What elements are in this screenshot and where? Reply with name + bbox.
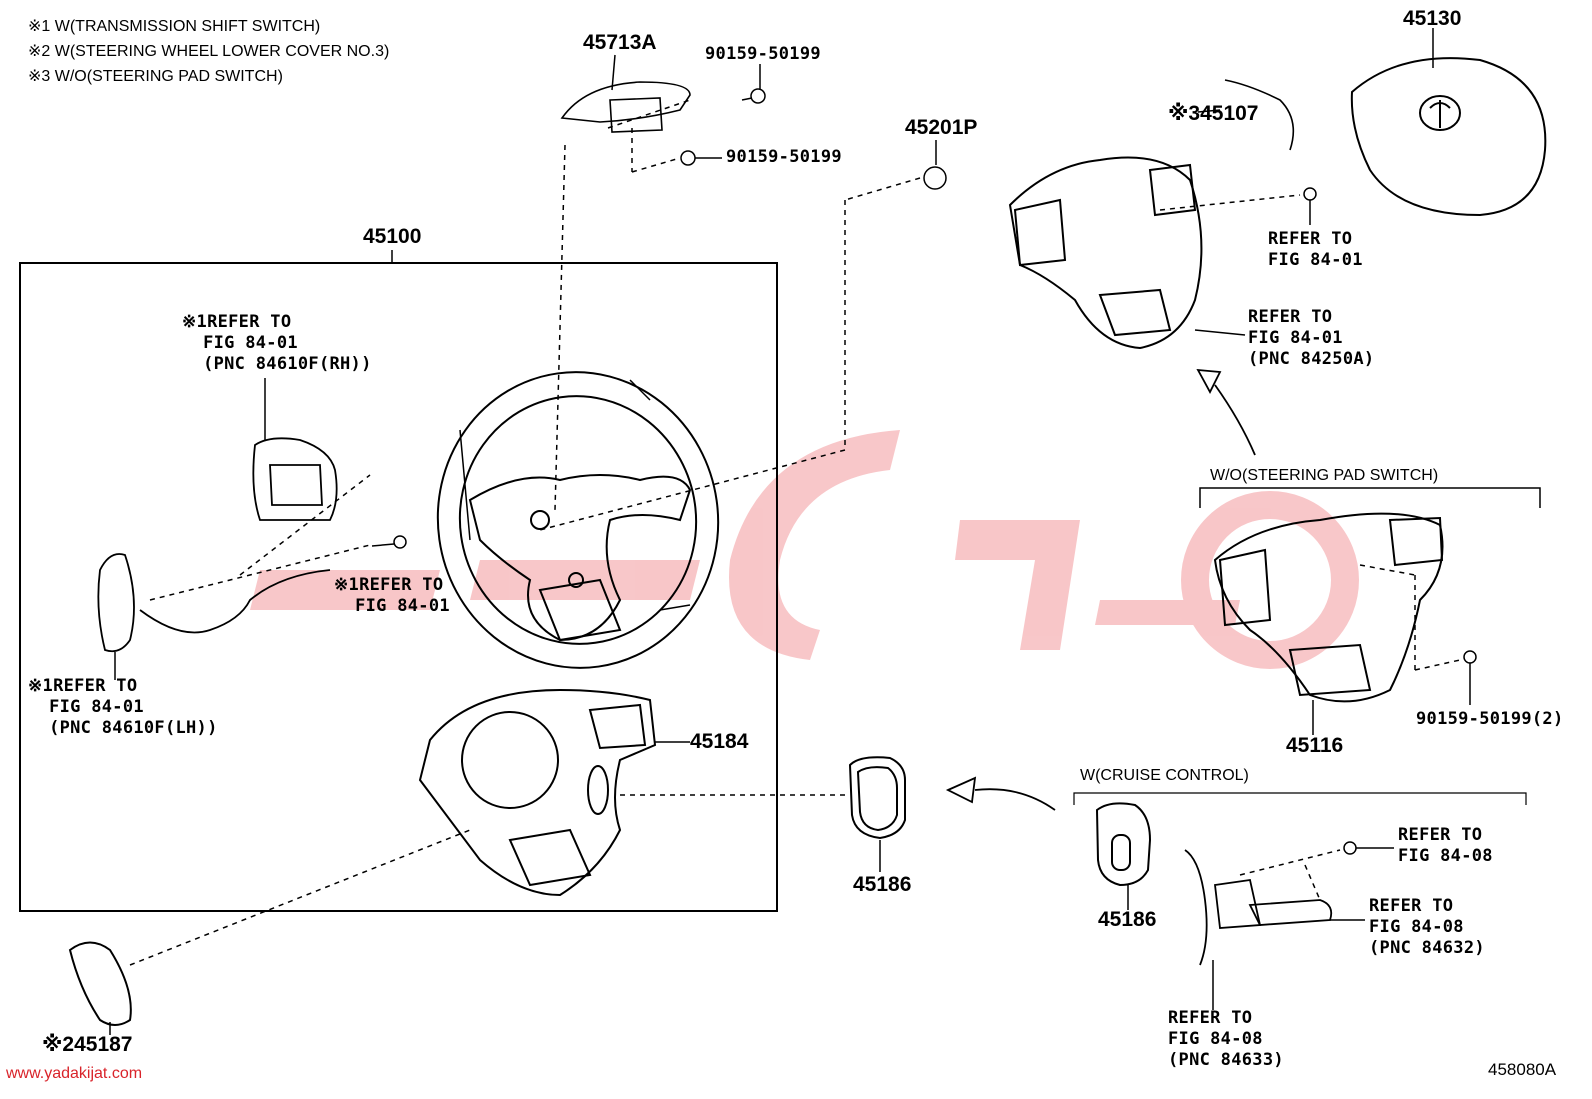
figure-number: 458080A (1488, 1060, 1557, 1079)
bolt-icons (371, 88, 1477, 855)
group-label-cruise: W(CRUISE CONTROL) (1080, 767, 1249, 784)
arrow-icons (945, 368, 1256, 811)
ref-lh-switch[interactable]: ※1REFER TO FIG 84-01 (PNC 84610F(LH)) (28, 676, 218, 738)
part-45187[interactable]: ※245187 (42, 1033, 133, 1056)
note-2: ※2 W(STEERING WHEEL LOWER COVER NO.3) (28, 43, 390, 60)
part-45184[interactable]: 45184 (690, 730, 749, 753)
ref-mid[interactable]: ※1REFER TO FIG 84-01 (334, 575, 450, 616)
part-90159-top[interactable]: 90159-50199 (705, 44, 821, 64)
part-45186[interactable]: 45186 (853, 873, 912, 896)
part-45201P[interactable]: 45201P (905, 116, 978, 139)
airbag-45130-icon (1350, 28, 1547, 217)
watermark-logo (250, 430, 1359, 669)
part-45713A[interactable]: 45713A (583, 31, 657, 54)
cover-45187-icon (68, 941, 132, 1026)
assembly-box-45100 (19, 262, 778, 912)
steering-wheel-icon (436, 371, 720, 669)
part-45130[interactable]: 45130 (1403, 7, 1462, 30)
dashed-leaders (129, 99, 1461, 966)
switch-rh-icon (252, 437, 338, 521)
part-45116[interactable]: 45116 (1286, 734, 1344, 757)
part-45186-right[interactable]: 45186 (1098, 908, 1157, 931)
part-45107[interactable]: ※345107 (1168, 102, 1259, 125)
part-45100[interactable]: 45100 (363, 225, 422, 248)
pad-cover-45116-icon (1213, 512, 1444, 703)
pad-cover-45713A-icon (560, 81, 691, 133)
watermark-url[interactable]: www.yadakijat.com (6, 1065, 143, 1082)
ref-rh-switch[interactable]: ※1REFER TO FIG 84-01 (PNC 84610F(RH)) (182, 312, 372, 374)
bracket-wo-pad (1199, 487, 1541, 508)
harness-45107-icon (1224, 79, 1295, 151)
cruise-switch-icon (1184, 849, 1333, 966)
note-1: ※1 W(TRANSMISSION SHIFT SWITCH) (28, 18, 321, 35)
bracket-cruise (1073, 792, 1527, 805)
lower-cover-45184-icon (418, 688, 657, 897)
ref-84-08[interactable]: REFER TO FIG 84-08 (1398, 825, 1493, 866)
ref-pnc-84632[interactable]: REFER TO FIG 84-08 (PNC 84632) (1369, 896, 1485, 958)
switch-lh-icon (97, 553, 331, 653)
pad-cover-84250A-icon (1008, 156, 1203, 350)
group-label-wo-pad: W/O(STEERING PAD SWITCH) (1210, 467, 1439, 484)
spacer-45186-icon (848, 756, 906, 840)
note-3: ※3 W/O(STEERING PAD SWITCH) (28, 68, 283, 85)
leader-lines (109, 54, 1365, 1035)
part-90159-mid[interactable]: 90159-50199 (726, 147, 842, 167)
part-90159-2[interactable]: 90159-50199(2) (1416, 709, 1564, 729)
ref-top-right[interactable]: REFER TO FIG 84-01 (1268, 229, 1363, 270)
ref-pnc-84250A[interactable]: REFER TO FIG 84-01 (PNC 84250A) (1248, 307, 1375, 369)
spacer-45186-right-icon (1095, 802, 1152, 887)
ref-pnc-84633[interactable]: REFER TO FIG 84-08 (PNC 84633) (1168, 1008, 1284, 1070)
